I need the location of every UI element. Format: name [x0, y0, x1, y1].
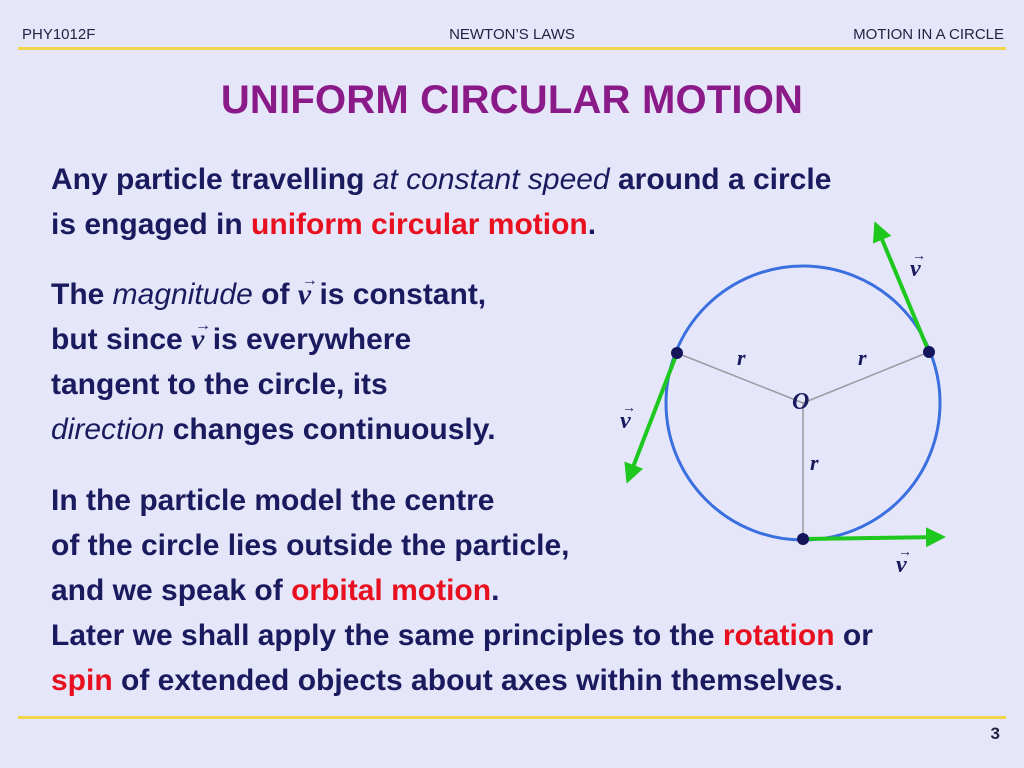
text: around a circle: [609, 163, 832, 196]
text: The: [51, 278, 113, 311]
emphasis-text: magnitude: [112, 278, 253, 311]
text: or: [834, 619, 873, 652]
orbital-paragraph: In the particle model the centre of the …: [51, 478, 873, 703]
section-name: NEWTON’S LAWS: [449, 26, 575, 43]
emphasis-text: at constant speed: [372, 163, 610, 196]
text: and we speak of: [51, 574, 292, 607]
radius-line-left: [676, 352, 804, 404]
text: .: [587, 208, 597, 241]
particle-bottom: [797, 533, 809, 545]
velocity-symbol: v→: [191, 317, 211, 356]
highlight-term: rotation: [722, 619, 835, 652]
particle-left: [671, 347, 683, 359]
velocity-arrow-bottom: [802, 527, 946, 548]
slide-title: UNIFORM CIRCULAR MOTION: [220, 78, 804, 122]
vector-letter: v: [297, 278, 312, 311]
text: is everywhere: [204, 323, 412, 356]
text: of extended objects about axes within th…: [112, 664, 843, 697]
center-label: O: [792, 389, 809, 415]
vector-arrow-icon: →: [898, 543, 912, 559]
vector-arrow-icon: →: [195, 317, 212, 334]
radius-label-bottom: r: [810, 450, 819, 475]
velocity-arrow-right: [872, 221, 931, 353]
text: is constant,: [311, 278, 487, 311]
highlight-term: uniform circular motion: [251, 208, 588, 241]
text: changes continuously.: [164, 413, 496, 446]
magnitude-paragraph: The magnitude of v→ is constant, but sin…: [51, 272, 496, 452]
velocity-symbol: v→: [297, 272, 318, 311]
text: of: [252, 278, 298, 311]
text: of the circle lies outside the particle,: [51, 529, 570, 562]
text: Any particle travelling: [51, 163, 373, 196]
footer-rule: [18, 716, 1006, 719]
text: In the particle model the centre: [51, 484, 495, 517]
velocity-label-bottom: v: [896, 552, 907, 578]
radius-label-right: r: [858, 345, 867, 370]
radius-line-right: [802, 351, 930, 404]
highlight-term: orbital motion: [291, 574, 492, 607]
text: but since: [51, 323, 192, 356]
page-number: 3: [990, 724, 1000, 743]
radius-label-left: r: [737, 345, 746, 370]
vector-arrow-icon: →: [622, 399, 636, 415]
text: is engaged in: [51, 208, 252, 241]
velocity-label-top: v: [910, 256, 921, 282]
topic-name: MOTION IN A CIRCLE: [853, 26, 1004, 43]
header-rule: [18, 47, 1006, 50]
course-code: PHY1012F: [22, 26, 96, 43]
vector-arrow-icon: →: [912, 247, 926, 263]
emphasis-text: direction: [51, 413, 165, 446]
velocity-arrow-left: [624, 352, 679, 484]
intro-paragraph: Any particle travelling at constant spee…: [51, 157, 831, 247]
vector-arrow-icon: →: [301, 272, 318, 289]
particle-right: [923, 346, 935, 358]
vector-letter: v: [191, 323, 205, 356]
highlight-term: spin: [51, 664, 113, 697]
text: Later we shall apply the same principles…: [51, 619, 723, 652]
velocity-label-left: v: [620, 408, 631, 434]
text: .: [491, 574, 500, 607]
text: tangent to the circle, its: [51, 368, 388, 401]
